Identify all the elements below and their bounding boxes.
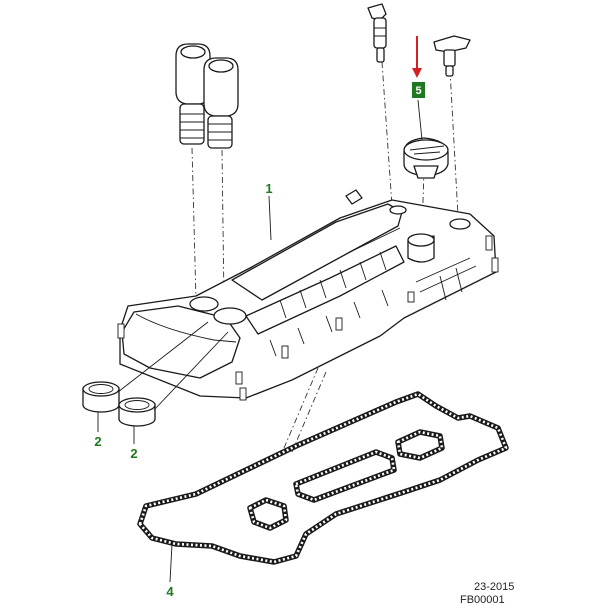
cover-gasket [137, 391, 509, 565]
footer-code: FB00001 [460, 594, 505, 605]
alignment-line-solenoid-right [221, 149, 225, 303]
pointer-arrow [412, 36, 422, 78]
leader-lines [97, 99, 423, 583]
oil-filler-cap [403, 137, 449, 179]
callout-2-right: 2 [130, 446, 137, 461]
alignment-line-solenoid-left [191, 147, 197, 301]
alignment-line-sensor-right [449, 69, 459, 217]
seal-left [82, 381, 120, 413]
callout-1: 1 [265, 181, 272, 196]
alignment-line-gasket-1 [283, 367, 319, 449]
leader-2-to-port-a [117, 321, 209, 393]
callout-5-box: 5 [412, 82, 425, 98]
solenoid-valve-left [175, 43, 211, 145]
footer-date: 23-2015 [474, 581, 514, 593]
callout-5: 5 [415, 85, 421, 97]
alignment-line-gasket-2 [291, 371, 327, 453]
cylinder-head-cover [117, 189, 499, 401]
seal-right [118, 397, 156, 427]
callout-4: 4 [166, 584, 174, 599]
alignment-line-cap [421, 169, 425, 233]
solenoid-valve-right [203, 57, 239, 149]
camshaft-sensor-center [367, 3, 387, 63]
leader-4 [169, 543, 173, 583]
leader-1 [268, 195, 272, 241]
alignment-lines [191, 61, 459, 453]
leader-5 [417, 99, 423, 141]
camshaft-sensor-right [433, 35, 471, 77]
alignment-line-sensor-center [381, 61, 393, 207]
leader-2-to-port-b [153, 331, 229, 411]
callout-2-left: 2 [94, 434, 101, 449]
